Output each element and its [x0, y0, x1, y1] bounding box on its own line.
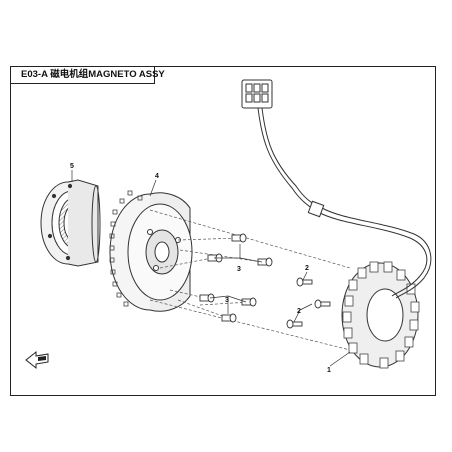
- part-1-stator: [341, 261, 420, 369]
- part-3-bolts: [199, 233, 273, 323]
- diagram-frame: [10, 66, 436, 396]
- wire-harness: [257, 107, 432, 299]
- callout-2-lower: 2: [297, 308, 301, 315]
- front-direction-arrow-icon: [25, 350, 49, 370]
- connector: [241, 79, 273, 109]
- callout-1: 1: [327, 367, 331, 374]
- callout-3-lower: 3: [225, 297, 229, 304]
- callout-2-upper: 2: [305, 265, 309, 272]
- callout-4: 4: [155, 173, 159, 180]
- part-4-flywheel: [109, 190, 193, 312]
- callout-5: 5: [70, 163, 74, 170]
- part-5-clutch-housing: [40, 179, 101, 267]
- leader-lines: [71, 170, 351, 367]
- callout-3-upper: 3: [237, 266, 241, 273]
- diagram-title: E03-A 磁电机组MAGNETO ASSY: [10, 66, 165, 84]
- part-2-screws: [286, 277, 331, 329]
